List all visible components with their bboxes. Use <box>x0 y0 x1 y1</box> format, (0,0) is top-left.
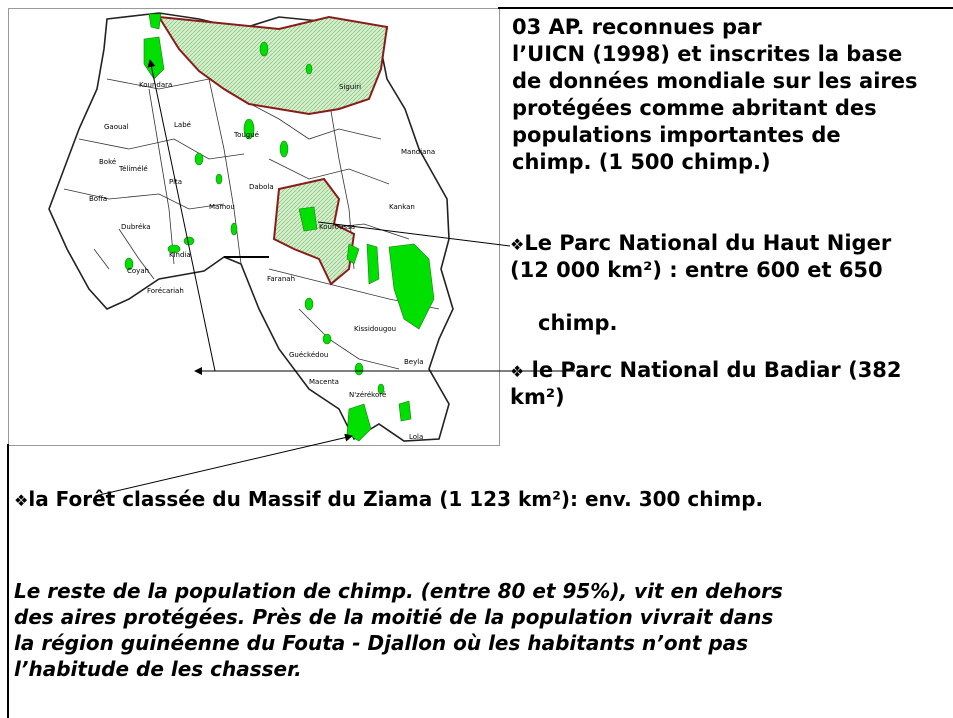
intro-line: l’UICN (1998) et inscrites la base <box>512 42 903 66</box>
bullet-diamond-icon: ❖ <box>510 235 525 254</box>
badiar-line-2: km²) <box>510 385 565 409</box>
map-label-kindia: Kindia <box>169 251 191 259</box>
rest-population-text: Le reste de la population de chimp. (ent… <box>14 578 894 682</box>
rest-line: la région guinéenne du Fouta - Djallon o… <box>14 631 749 655</box>
intro-line: protégées comme abritant des <box>512 96 877 120</box>
map-label-labe: Labé <box>174 121 191 129</box>
protected-areas <box>124 13 435 442</box>
map-label-pita: Pita <box>169 178 182 186</box>
map-label-beyla: Beyla <box>404 358 424 366</box>
intro-line: populations importantes de <box>512 123 841 147</box>
rest-line: des aires protégées. Près de la moitié d… <box>14 605 774 629</box>
map-label-tougue: Tougué <box>233 131 259 139</box>
badiar-line-1: ❖ le Parc National du Badiar (382 <box>510 358 902 382</box>
intro-line: 03 AP. reconnues par <box>512 15 762 39</box>
intro-text: 03 AP. reconnues par l’UICN (1998) et in… <box>512 14 918 176</box>
rest-line: Le reste de la population de chimp. (ent… <box>14 579 783 603</box>
rest-line: l’habitude de les chasser. <box>14 657 302 681</box>
map-label-telimele: Télimélé <box>118 165 148 173</box>
map-label-gueckedou: Guéckédou <box>289 351 328 359</box>
map-label-kankan: Kankan <box>389 203 415 211</box>
haut-niger-line-2: (12 000 km²) : entre 600 et 650 <box>510 258 883 282</box>
map-svg: Koundara Boké Télimélé Boffa Dubréka Coy… <box>48 12 454 442</box>
ziama-text: ❖la Forêt classée du Massif du Ziama (1 … <box>14 487 764 511</box>
map-label-kissidougou: Kissidougou <box>354 325 396 333</box>
map-label-macenta: Macenta <box>309 378 339 386</box>
haut-niger-line-1: ❖Le Parc National du Haut Niger <box>510 231 892 255</box>
haut-niger-line-3: chimp. <box>538 311 618 335</box>
bullet-diamond-icon: ❖ <box>14 491 29 510</box>
map-label-dabola: Dabola <box>249 183 274 191</box>
map-label-forecariah: Forécariah <box>147 287 184 295</box>
map-label-faranah: Faranah <box>267 275 295 283</box>
map-label-kouroussa: Kouroussa <box>319 223 355 231</box>
map-label-coyah: Coyah <box>127 267 149 275</box>
intro-line: de données mondiale sur les aires <box>512 69 918 93</box>
map-label-mamou: Mamou <box>209 203 235 211</box>
haut-niger-park-area <box>272 177 356 286</box>
map-label-koundara: Koundara <box>139 81 172 89</box>
map-label-lola: Lola <box>409 433 423 441</box>
map-label-dubreka: Dubréka <box>121 223 151 231</box>
guinea-map: Koundara Boké Télimélé Boffa Dubréka Coy… <box>8 8 500 446</box>
map-label-siguiri: Siguiri <box>339 83 361 91</box>
map-label-boke: Boké <box>99 158 116 166</box>
map-label-boffa: Boffa <box>89 195 107 203</box>
map-label-nzerekore: N'zérékoré <box>349 391 386 399</box>
intro-line: chimp. (1 500 chimp.) <box>512 150 771 174</box>
map-label-mandiana: Mandiana <box>401 148 435 156</box>
map-label-gaoual: Gaoual <box>104 123 129 131</box>
bullet-diamond-icon: ❖ <box>510 362 525 381</box>
